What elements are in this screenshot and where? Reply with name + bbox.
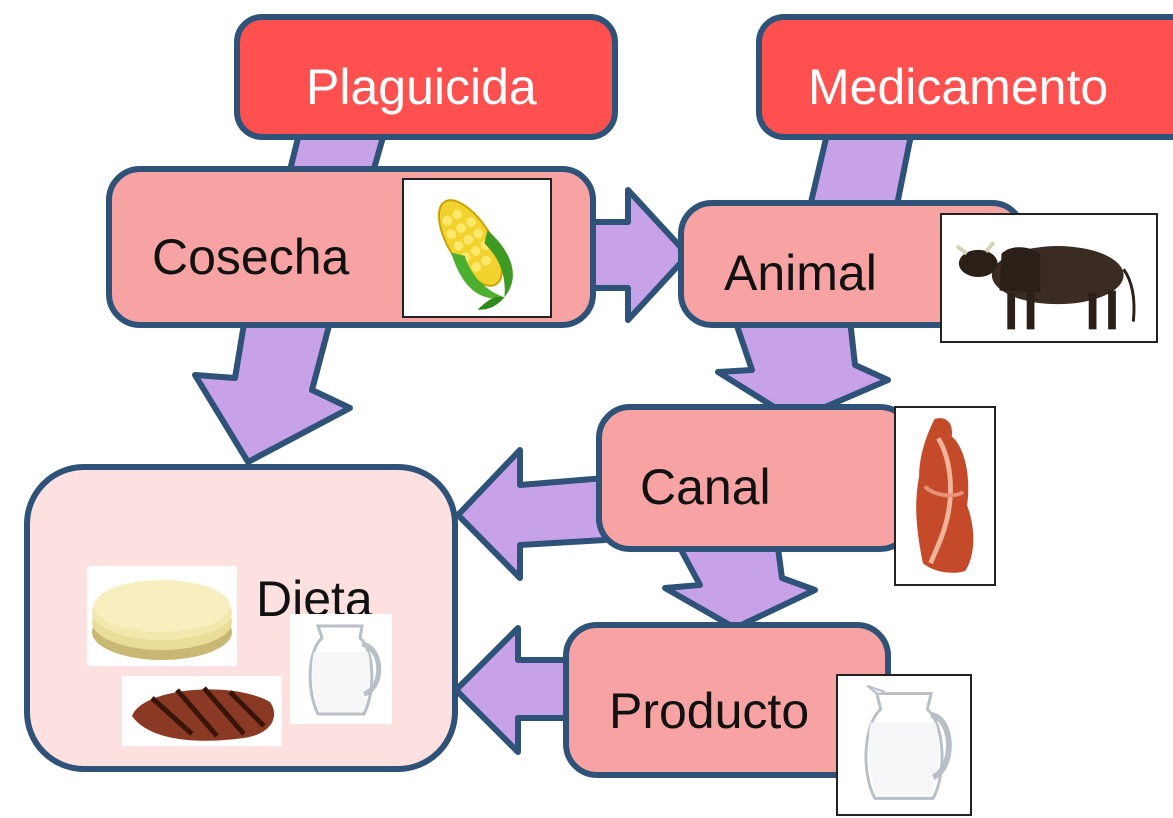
arrow-producto-dieta — [456, 628, 572, 752]
meat-carcass-icon — [894, 406, 996, 586]
arrow-cosecha-animal — [588, 190, 688, 320]
corn-icon — [402, 178, 552, 318]
arrow-cosecha-dieta — [195, 318, 350, 462]
animal-label: Animal — [724, 248, 877, 298]
tortilla-icon — [87, 566, 237, 666]
producto-label: Producto — [609, 686, 809, 736]
bull-icon — [940, 213, 1158, 343]
canal-box: Canal — [596, 404, 914, 552]
arrow-canal-dieta — [458, 450, 605, 578]
arrow-canal-producto — [665, 548, 815, 628]
steak-icon — [122, 676, 282, 746]
plaguicida-label: Plaguicida — [306, 62, 537, 112]
milk-jug-icon — [836, 674, 972, 816]
canal-label: Canal — [640, 462, 771, 512]
medicamento-box: Medicamento — [756, 14, 1173, 140]
medicamento-label: Medicamento — [808, 62, 1108, 112]
plaguicida-box: Plaguicida — [234, 14, 618, 140]
cosecha-label: Cosecha — [152, 232, 349, 282]
diet-milk-jug-icon — [290, 614, 392, 724]
